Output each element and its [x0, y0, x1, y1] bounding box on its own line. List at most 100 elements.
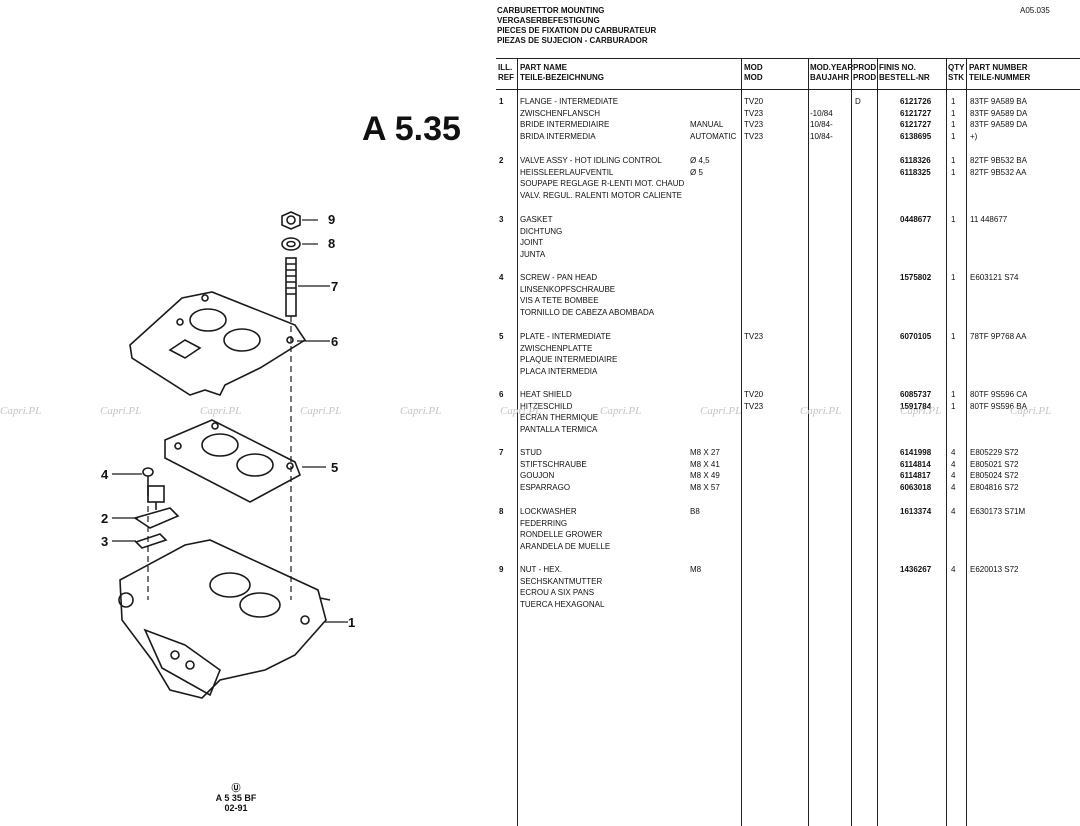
part-number: +): [970, 131, 978, 141]
footer-date: 02-91: [224, 803, 248, 813]
part-name: STIFTSCHRAUBE: [520, 459, 587, 469]
part-qty: 1: [951, 167, 956, 177]
part-mod: TV23: [744, 131, 764, 141]
leader-lines: [112, 219, 348, 623]
part-name: ECRAN THERMIQUE: [520, 413, 599, 423]
part-prod: D: [855, 97, 861, 106]
callout-5: 5: [331, 460, 339, 475]
part-modyear: 10/84-: [810, 131, 833, 141]
part-name: SCREW - PAN HEAD: [520, 273, 598, 282]
part-number: 83TF 9A589 DA: [970, 120, 1028, 130]
entry-ref: 6: [499, 390, 504, 399]
col-header-name: PART NAME TEILE-BEZEICHNUNG: [520, 63, 604, 83]
part-qty: 4: [951, 471, 956, 481]
part-name: PLAQUE INTERMEDIAIRE: [520, 355, 618, 365]
col-divider: [877, 58, 878, 826]
col-header-label: MOD: [744, 73, 763, 82]
title-line: CARBURETTOR MOUNTING: [497, 6, 605, 15]
part-name: LOCKWASHER: [520, 507, 577, 516]
part-name: BRIDA INTERMEDIA: [520, 131, 596, 141]
col-header-label: BAUJAHR: [810, 73, 850, 82]
part-number: 11 448677: [970, 215, 1008, 224]
part-qty: 1: [951, 332, 956, 341]
part-name: VIS A TETE BOMBEE: [520, 296, 599, 306]
part-qty: 4: [951, 565, 956, 574]
callout-2: 2: [101, 511, 109, 526]
entry-ref: 1: [499, 97, 504, 106]
part-name: GOUJON: [520, 471, 555, 481]
part-note: M8 X 41: [690, 459, 720, 469]
title-line: PIECES DE FIXATION DU CARBURATEUR: [497, 26, 657, 35]
col-header-label: PART NAME: [520, 63, 567, 72]
col-header-finis: FINIS NO. BESTELL-NR: [879, 63, 930, 83]
part-note: Ø 5: [690, 167, 703, 177]
title-line: VERGASERBEFESTIGUNG: [497, 16, 600, 25]
part-note: M8 X 57: [690, 482, 720, 492]
finis-number: 6118326: [900, 156, 931, 165]
col-header-label: ILL.: [498, 63, 513, 72]
watermark-text: Capri.PL: [900, 405, 942, 417]
col-divider: [966, 58, 967, 826]
part-number: 83TF 9A589 BA: [970, 97, 1027, 106]
watermark-text: Capri.PL: [300, 405, 342, 417]
part-name: FEDERRING: [520, 518, 568, 528]
part-name: TORNILLO DE CABEZA ABOMBADA: [520, 307, 655, 317]
col-divider: [741, 58, 742, 826]
part-number: E603121 S74: [970, 273, 1019, 282]
part-qty: 1: [951, 390, 956, 399]
part-qty: 1: [951, 120, 956, 130]
col-header-modyear: MOD.YEAR BAUJAHR: [810, 63, 853, 83]
title-line: PIEZAS DE SUJECION - CARBURADOR: [497, 36, 648, 45]
exploded-diagram: [112, 211, 348, 699]
watermark-text: Capri.PL: [0, 405, 42, 417]
col-divider: [517, 58, 518, 826]
finis-number: 6085737: [900, 390, 932, 399]
table-header-rule: [496, 89, 1080, 90]
part-name: RONDELLE GROWER: [520, 530, 603, 540]
part-number: E630173 S71M: [970, 507, 1026, 516]
part-name: FLANGE - INTERMEDIATE: [520, 97, 619, 106]
part-name: JUNTA: [520, 249, 546, 259]
entry-ref: 7: [499, 448, 504, 457]
part-mod: TV23: [744, 120, 764, 130]
part-qty: 1: [951, 215, 956, 224]
part-number: 80TF 9S596 CA: [970, 390, 1028, 399]
part-name: ZWISCHENPLATTE: [520, 343, 593, 353]
part-note: Ø 4,5: [690, 156, 710, 165]
part-name: HEISSLEERLAUFVENTIL: [520, 167, 614, 177]
finis-number: 6141998: [900, 448, 932, 457]
col-divider: [851, 58, 852, 826]
finis-number: 6121726: [900, 97, 932, 106]
finis-number: 6138695: [900, 131, 932, 141]
entry-ref: 4: [499, 273, 504, 282]
part-name: PANTALLA TERMICA: [520, 424, 598, 434]
part-name: TUERCA HEXAGONAL: [520, 599, 605, 609]
finis-number: 1575802: [900, 273, 932, 282]
col-header-ill: ILL. REF: [498, 63, 514, 83]
col-header-label: PROD: [853, 73, 877, 82]
footer: Ⓤ A 5 35 BF 02-91: [206, 783, 266, 813]
part-number: E805024 S72: [970, 471, 1019, 481]
part-number: 78TF 9P768 AA: [970, 332, 1027, 341]
col-header-label: FINIS NO.: [879, 63, 916, 72]
part-name: HITZESCHILD: [520, 401, 573, 411]
col-header-label: TEILE-NUMMER: [969, 73, 1031, 82]
watermark-text: Capri.PL: [700, 405, 742, 417]
part-name: HEAT SHIELD: [520, 390, 572, 399]
part-mod: TV20: [744, 390, 764, 399]
document-title: CARBURETTOR MOUNTING VERGASERBEFESTIGUNG…: [497, 6, 656, 46]
col-header-label: REF: [498, 73, 514, 82]
part-name: ESPARRAGO: [520, 482, 571, 492]
watermark-text: Capri.PL: [100, 405, 142, 417]
part-modyear: 10/84-: [810, 120, 833, 130]
part-name: SECHSKANTMUTTER: [520, 576, 603, 586]
part-qty: 1: [951, 401, 956, 411]
part-qty: 4: [951, 448, 956, 457]
callout-9: 9: [328, 212, 336, 227]
table-top-rule: [496, 58, 1080, 59]
part-note: M8 X 27: [690, 448, 720, 457]
finis-number: 6114814: [900, 459, 931, 469]
col-header-label: QTY: [948, 63, 965, 72]
flange-part: [118, 539, 331, 699]
entry-ref: 8: [499, 507, 504, 516]
